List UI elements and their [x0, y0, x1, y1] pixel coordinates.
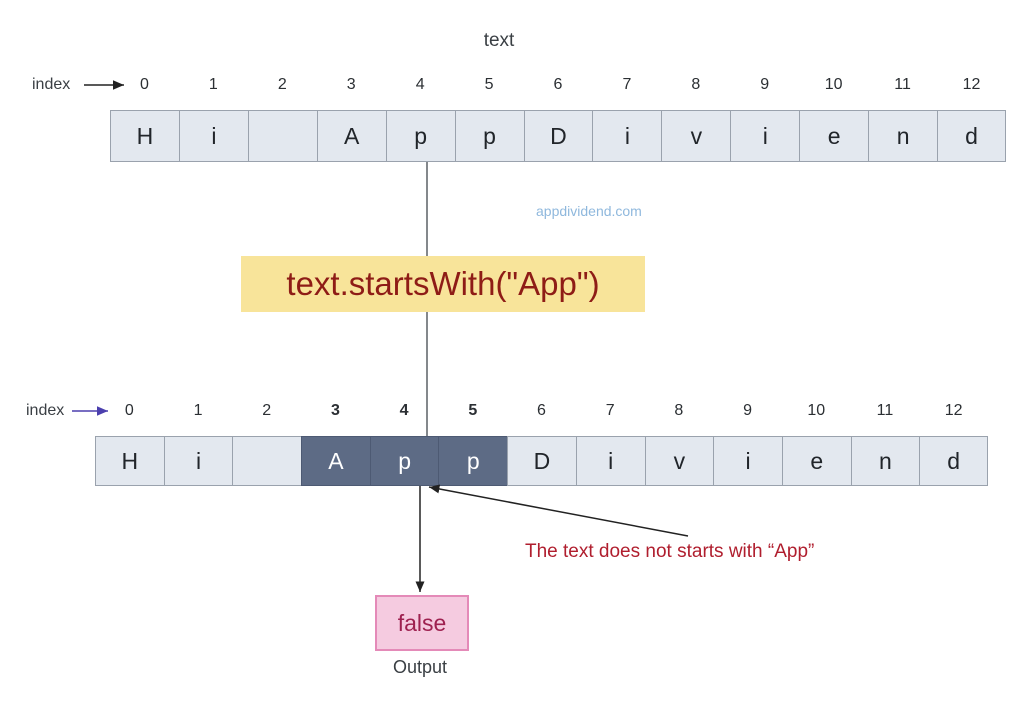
index-number: 7 [622, 76, 632, 93]
index-number: 3 [330, 402, 340, 419]
array-cell [247, 110, 317, 162]
index-number: 8 [674, 402, 684, 419]
index-number: 1 [193, 402, 203, 419]
top-index-label: index [32, 76, 71, 93]
array-cell: d [919, 436, 988, 486]
index-number: 11 [876, 402, 894, 419]
index-number: 7 [605, 402, 615, 419]
array-cell: v [644, 436, 714, 486]
index-number: 0 [140, 76, 149, 93]
index-number: 8 [691, 76, 701, 93]
array-cell: i [178, 110, 248, 162]
array-cell: p [438, 436, 508, 486]
index-number: 12 [944, 402, 963, 419]
array-cell: e [799, 110, 869, 162]
annotation-leader-line [428, 484, 689, 537]
array-cell: p [385, 110, 455, 162]
index-number: 2 [262, 402, 272, 419]
array-cell: D [507, 436, 576, 486]
array-cell: d [937, 110, 1006, 162]
array-cell: i [163, 436, 233, 486]
index-number: 9 [760, 76, 770, 93]
method-call-box: text.startsWith("App") [241, 256, 645, 312]
index-number: 1 [208, 76, 218, 93]
watermark: appdividend.com [536, 203, 642, 219]
index-number: 10 [807, 402, 826, 419]
array-cell: D [523, 110, 593, 162]
index-number: 6 [537, 402, 546, 419]
index-number: 9 [743, 402, 753, 419]
array-cell [232, 436, 302, 486]
array-cell: A [301, 436, 370, 486]
array-cell: H [110, 110, 179, 162]
output-value-box: false [375, 595, 469, 651]
array-cell: n [850, 436, 920, 486]
index-number: 2 [277, 76, 287, 93]
index-number: 5 [468, 402, 478, 419]
array-cell: n [868, 110, 938, 162]
array-cell: v [661, 110, 731, 162]
annotation-text: The text does not starts with “App” [525, 541, 815, 562]
top-array-title: text [483, 30, 515, 51]
output-caption: Output [392, 657, 448, 677]
index-number: 11 [894, 76, 911, 93]
index-number: 5 [484, 76, 494, 93]
array-cell: A [316, 110, 386, 162]
array-cell: i [575, 436, 645, 486]
array-cell: i [592, 110, 662, 162]
array-cell: e [781, 436, 851, 486]
index-number: 4 [415, 76, 425, 93]
array-cell: H [95, 436, 164, 486]
index-number: 4 [399, 402, 409, 419]
index-number: 12 [962, 76, 981, 93]
index-number: 3 [346, 76, 356, 93]
array-cell: i [730, 110, 800, 162]
index-number: 6 [553, 76, 563, 93]
index-number: 10 [824, 76, 843, 93]
bottom-index-label: index [26, 402, 65, 419]
array-cell: p [369, 436, 439, 486]
index-number: 0 [124, 402, 134, 419]
array-cell: i [713, 436, 782, 486]
array-cell: p [454, 110, 524, 162]
